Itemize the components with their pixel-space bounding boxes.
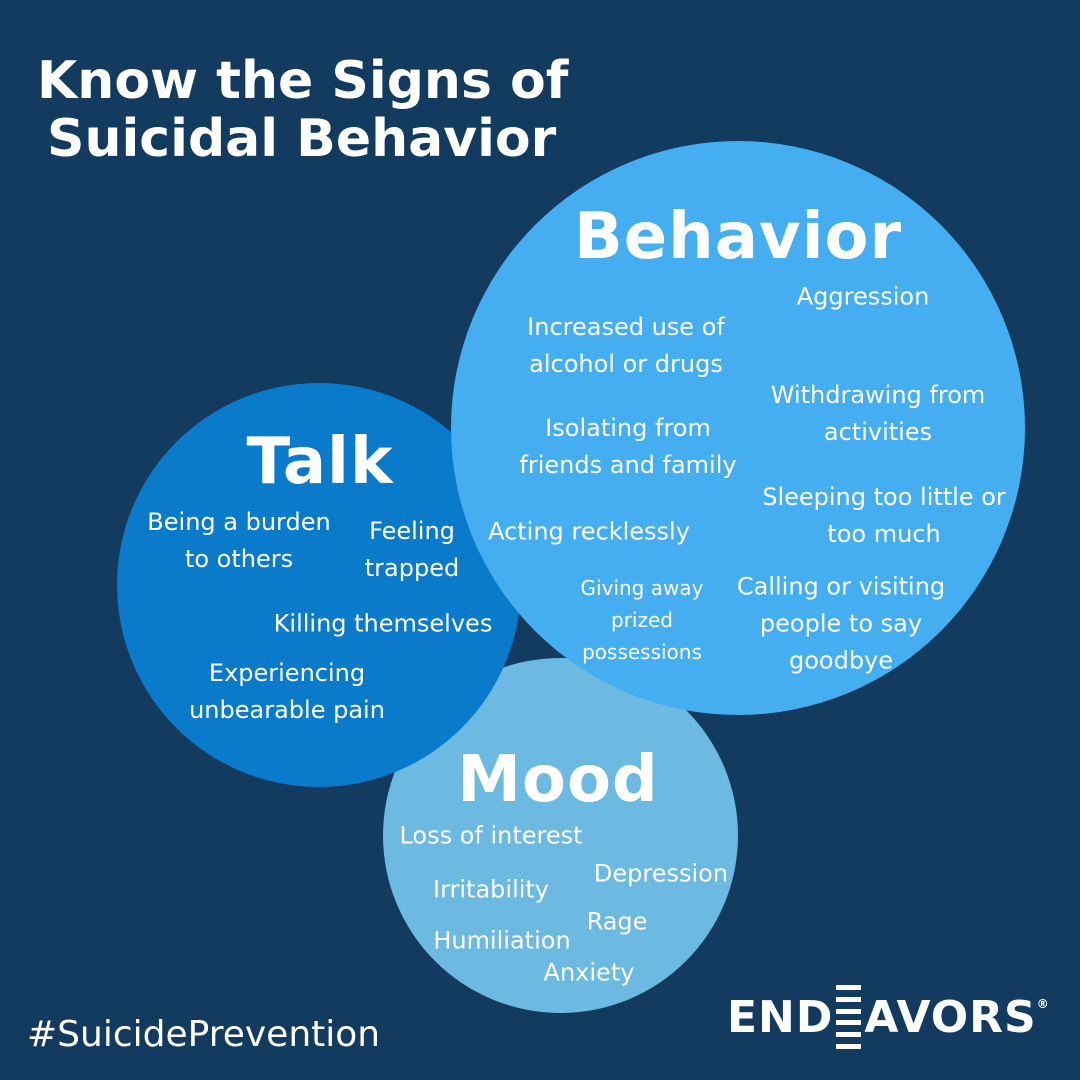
mood-item: Rage <box>586 907 648 936</box>
behavior-item: Aggression <box>796 282 930 311</box>
logo-text-start: END <box>727 991 834 1043</box>
title-line-1: Know the Signs of <box>37 51 569 111</box>
behavior-item: Acting recklessly <box>488 517 690 546</box>
mood-item: Depression <box>593 859 729 888</box>
title-line-2: Suicidal Behavior <box>47 109 557 169</box>
mood-item: Loss of interest <box>399 821 583 850</box>
mood-item: Anxiety <box>543 958 635 987</box>
registered-mark: ® <box>1036 997 1050 1011</box>
talk-item: Killing themselves <box>273 609 493 638</box>
talk-heading: Talk <box>246 425 394 499</box>
mood-item: Irritability <box>432 875 550 904</box>
endeavors-logo: END AVORS ® <box>727 985 1050 1049</box>
behavior-circle <box>451 141 1025 715</box>
behavior-heading: Behavior <box>573 200 903 274</box>
hashtag: #SuicidePrevention <box>27 1014 381 1055</box>
logo-e-bars-icon <box>836 985 862 1049</box>
mood-heading: Mood <box>457 743 659 817</box>
page-title: Know the Signs of Suicidal Behavior <box>37 52 568 168</box>
mood-item: Humiliation <box>433 926 571 955</box>
logo-text-end: AVORS <box>864 991 1037 1043</box>
